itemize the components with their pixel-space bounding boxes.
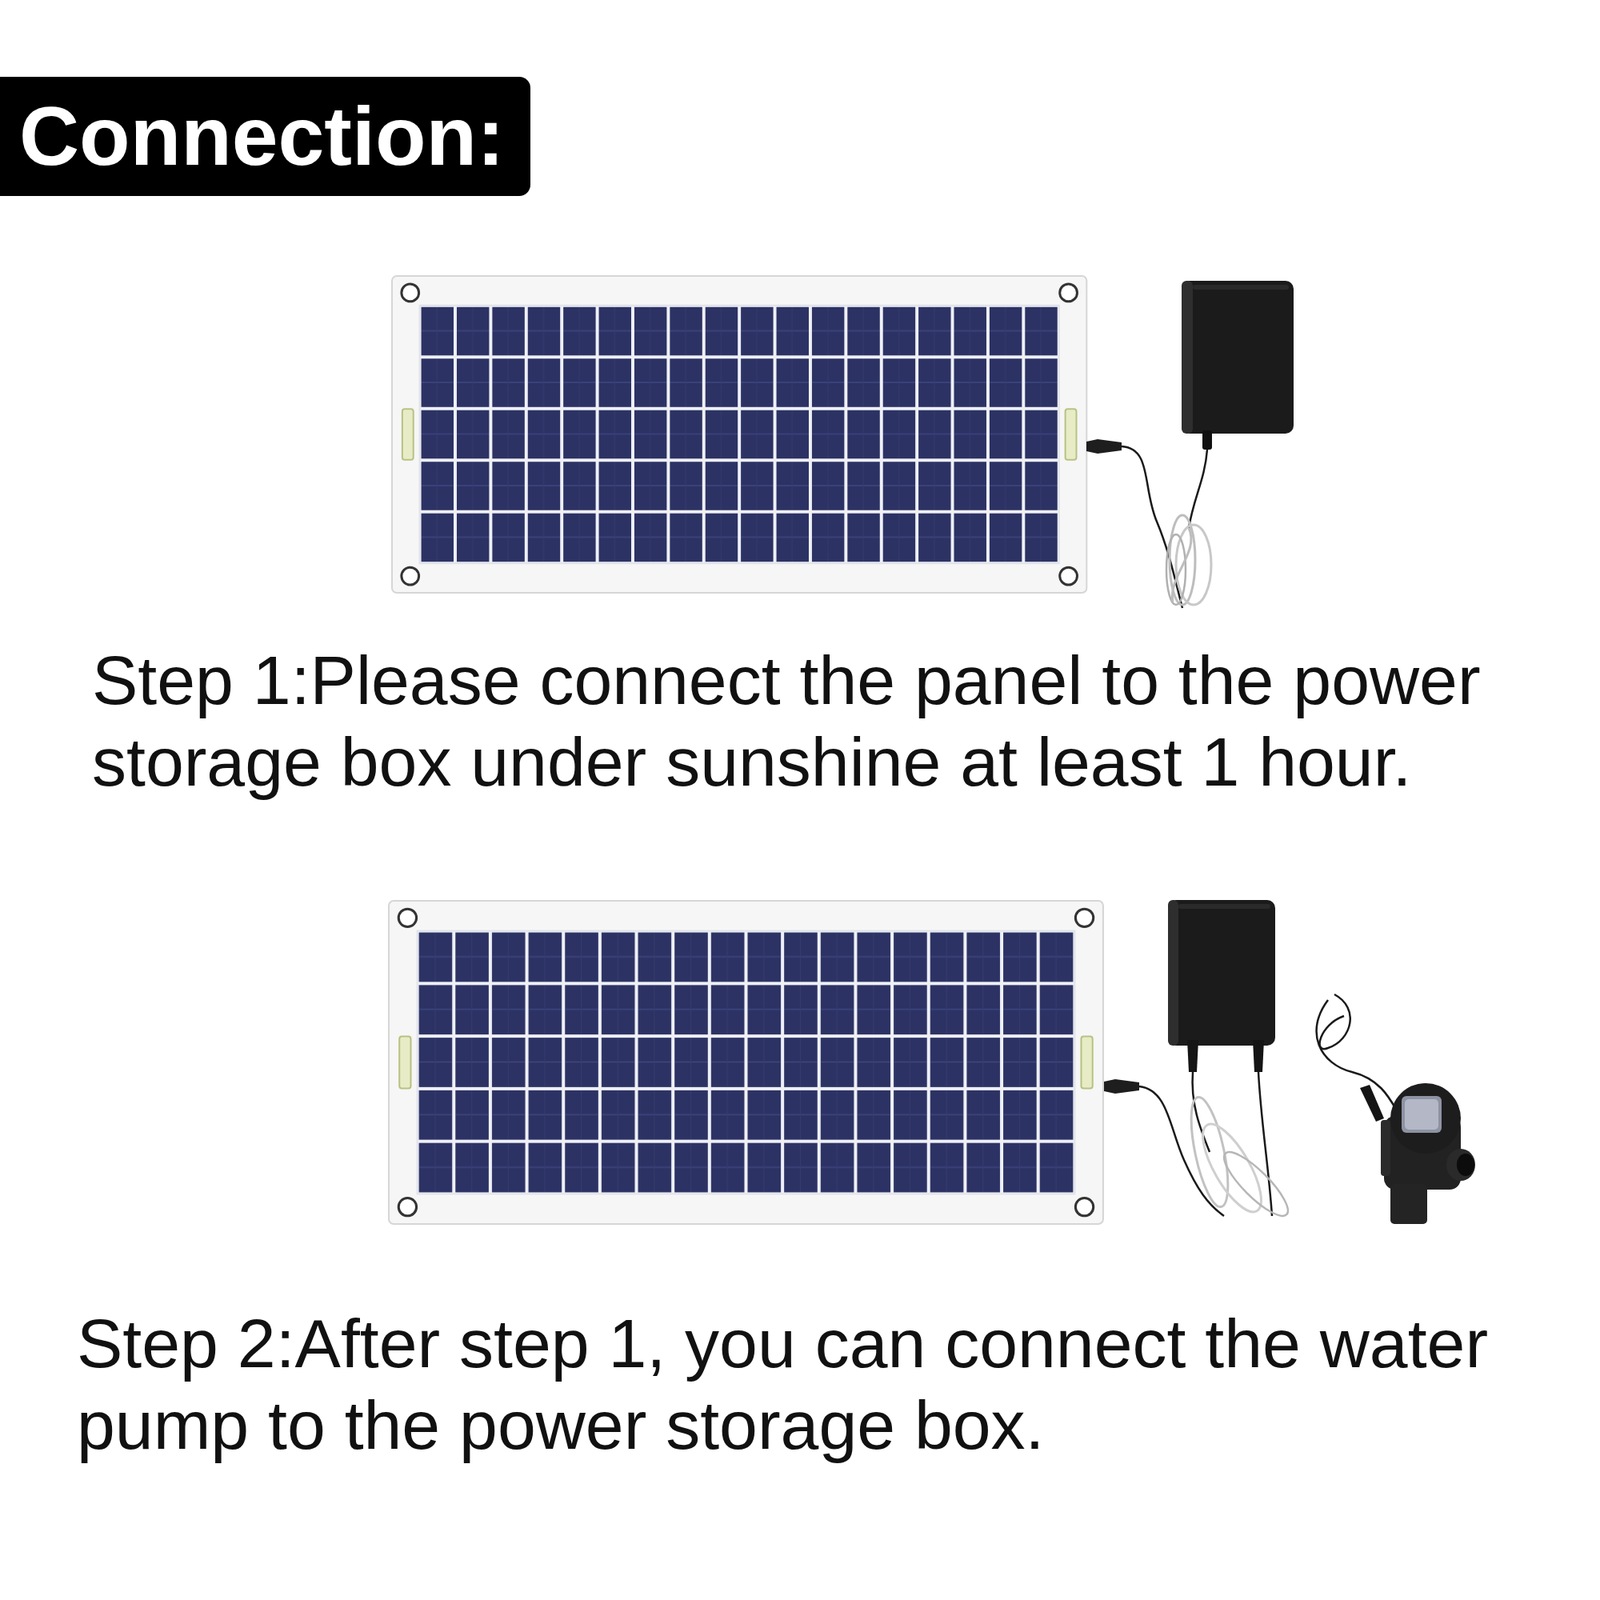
step-text: Step 1:Please connect the panel to the p… [92, 639, 1580, 803]
power-storage-box [1168, 900, 1296, 1224]
step-text: Step 2:After step 1, you can connect the… [76, 1302, 1581, 1466]
water-pump [1316, 994, 1476, 1224]
panel-cable [1104, 1079, 1224, 1216]
title: Connection: [19, 88, 505, 184]
solar-panel [388, 900, 1104, 1224]
power-storage-box [1166, 280, 1294, 605]
title-badge: Connection: [0, 76, 531, 196]
solar-panel [392, 276, 1087, 593]
